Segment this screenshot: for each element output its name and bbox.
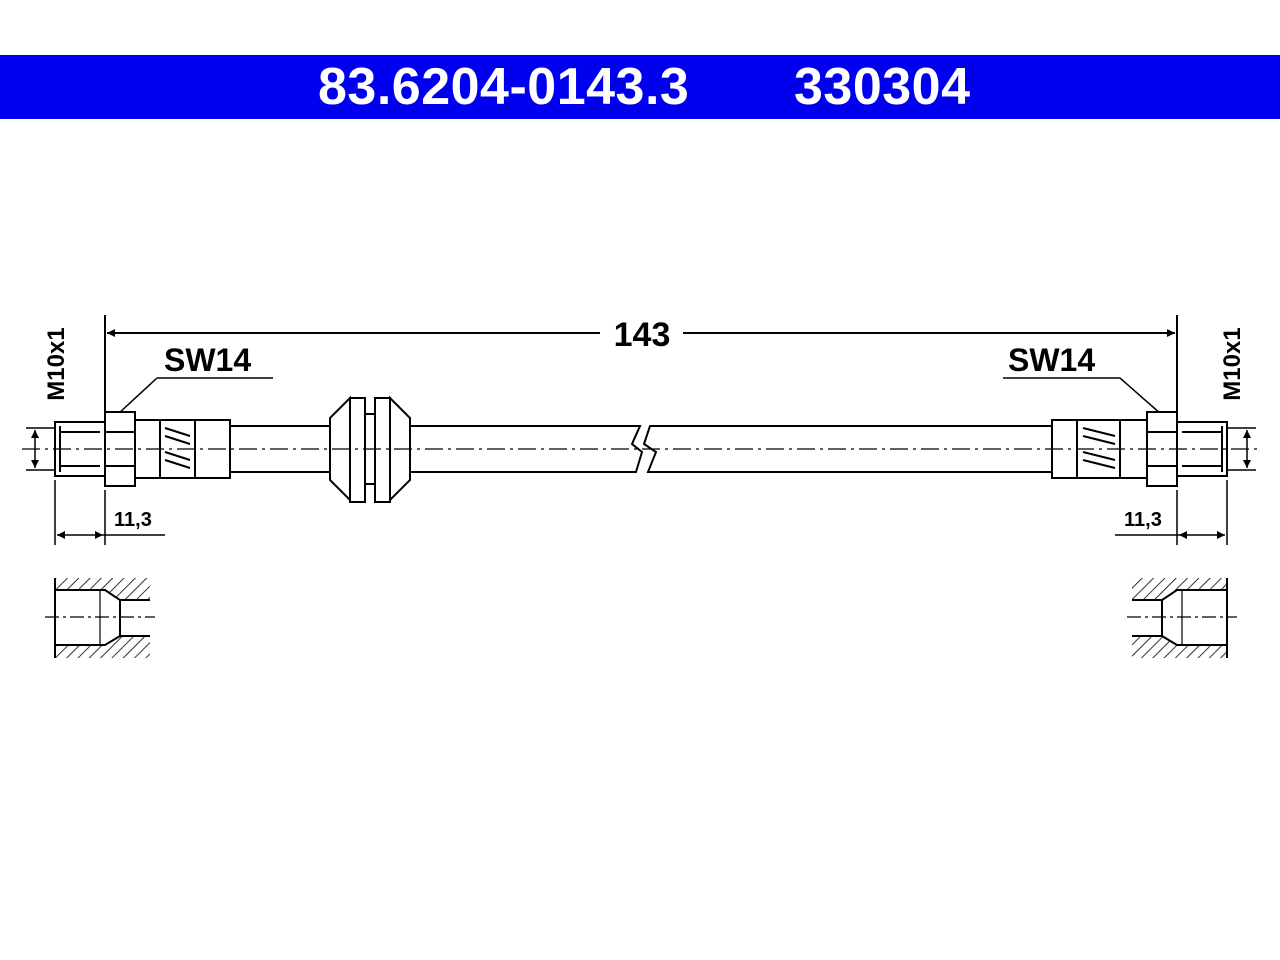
- overall-length-label: 143: [614, 316, 671, 354]
- reference-number: 330304: [794, 58, 971, 116]
- wrench-label-right: SW14: [1008, 342, 1095, 378]
- fitting-length-label-right: 11,3: [1124, 509, 1162, 531]
- thread-dimension-right: M10x1: [1219, 327, 1256, 471]
- hose-body: [54, 395, 1228, 503]
- part-number: 83.6204-0143.3: [318, 58, 690, 116]
- port-section-left: [45, 578, 155, 658]
- fitting-length-left: 11,3: [54, 480, 165, 545]
- fitting-length-right: 11,3: [1115, 480, 1228, 545]
- thread-label-left: M10x1: [43, 327, 70, 400]
- port-section-right: [1127, 578, 1237, 658]
- overall-length-dimension: 143: [104, 315, 1178, 420]
- thread-label-right: M10x1: [1219, 327, 1246, 400]
- wrench-size-left: SW14: [117, 342, 273, 415]
- fitting-length-label-left: 11,3: [114, 509, 152, 531]
- wrench-label-left: SW14: [164, 342, 251, 378]
- header-bar: 83.6204-0143.3 330304: [0, 55, 1280, 119]
- wrench-size-right: SW14: [1003, 342, 1162, 415]
